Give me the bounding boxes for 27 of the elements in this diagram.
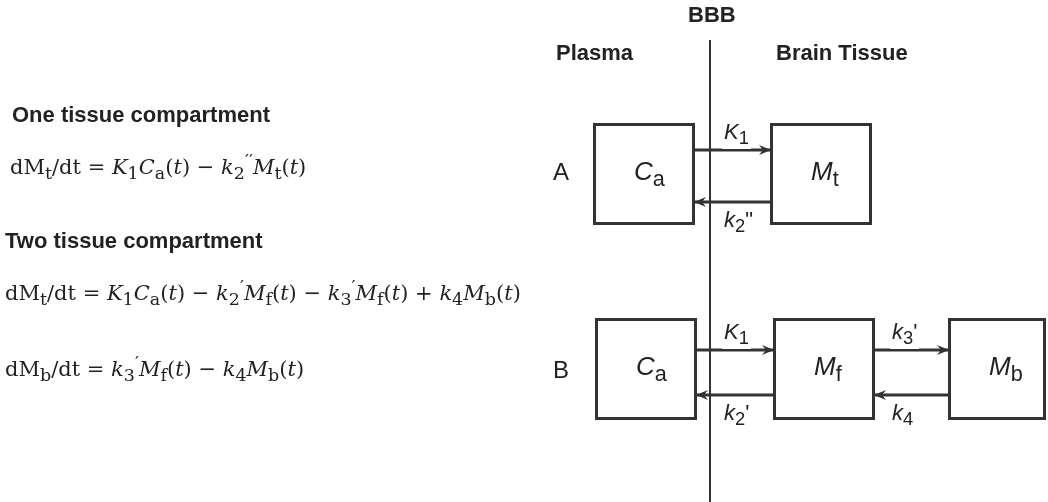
compartment-symbol: M$_{b}$: [989, 351, 1023, 388]
section-heading: Two tissue compartment: [5, 228, 263, 254]
arrow: [695, 145, 771, 155]
rate-constant-label: k$_{3}$': [890, 320, 920, 349]
arrow: [875, 345, 949, 355]
arrow: [874, 390, 948, 400]
arrow: [694, 197, 770, 207]
compartment-box: [593, 123, 695, 225]
equation: dM$_{t}$/dt = K$_{1}$C$_{a}$(t) − k$_{2}$$^{′′}$M$_{t}$(t): [10, 150, 307, 184]
compartment-box: [595, 318, 697, 420]
compartment-symbol: C$_{a}$: [634, 156, 665, 193]
compartment-box: [770, 123, 872, 225]
equation: dM$_{t}$/dt = K$_{1}$C$_{a}$(t) − k$_{2}$$^{′}$M$_{f}$(t) − k$_{3}$$^{′}$M$_{f}$(t) + k$_{4}$M$_{b}$(t): [5, 276, 521, 310]
compartment-box: [948, 318, 1046, 420]
arrow: [697, 345, 774, 355]
panel-label: A: [553, 158, 569, 186]
section-heading: One tissue compartment: [12, 102, 270, 128]
panel-label: B: [553, 356, 569, 384]
equation: dM$_{b}$/dt = k$_{3}$$^{′}$M$_{f}$(t) − k$_{4}$M$_{b}$(t): [5, 352, 305, 386]
compartment-box: [773, 318, 875, 420]
compartment-symbol: M$_{f}$: [814, 351, 842, 388]
region-label: Plasma: [556, 40, 634, 66]
compartment-symbol: C$_{a}$: [636, 351, 667, 388]
barrier-label: BBB: [688, 2, 736, 28]
region-label: Brain Tissue: [776, 40, 908, 66]
compartment-symbol: M$_{t}$: [811, 156, 839, 193]
arrow: [696, 390, 773, 400]
